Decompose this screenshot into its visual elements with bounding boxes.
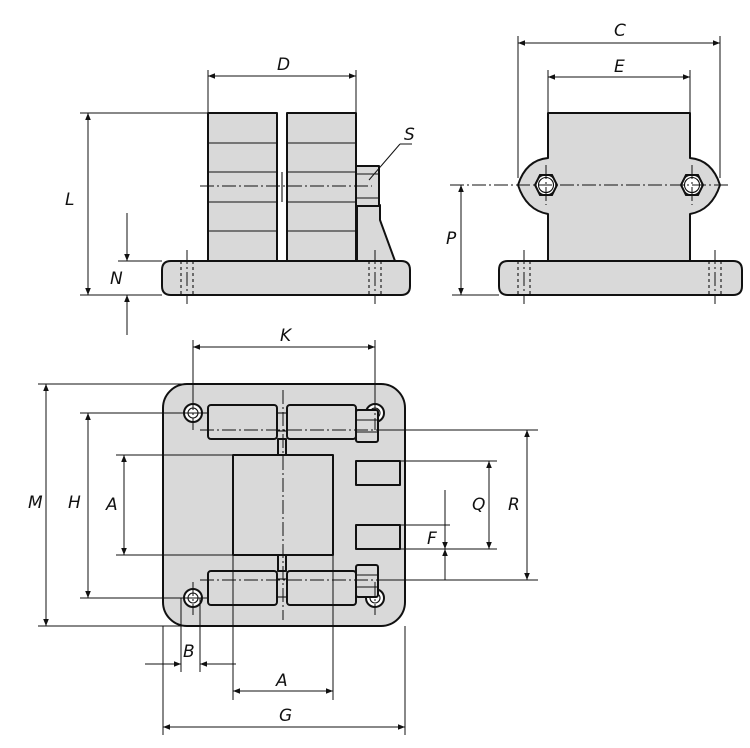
label-D: D xyxy=(277,55,290,75)
side-view xyxy=(450,112,743,304)
label-P: P xyxy=(446,229,457,249)
label-C: C xyxy=(614,21,626,41)
side-view-dimensions xyxy=(452,36,721,296)
top-view-dimensions xyxy=(38,340,538,735)
front-view-dimensions xyxy=(80,70,412,335)
top-view xyxy=(162,383,406,627)
label-B: B xyxy=(183,642,195,662)
label-M: M xyxy=(28,493,43,513)
label-R: R xyxy=(508,495,520,515)
front-view xyxy=(161,112,411,304)
label-K: K xyxy=(280,326,293,346)
label-A-horizontal: A xyxy=(275,671,288,691)
dimension-labels: D L N S C E P K M H A R Q F B A G xyxy=(28,21,626,726)
label-F: F xyxy=(427,529,437,549)
label-H: H xyxy=(68,493,81,513)
label-Q: Q xyxy=(472,495,485,515)
label-S: S xyxy=(404,125,415,145)
label-G: G xyxy=(279,706,292,726)
label-N: N xyxy=(110,269,123,289)
label-E: E xyxy=(614,57,625,77)
label-A-vertical: A xyxy=(105,495,118,515)
label-L: L xyxy=(65,190,74,210)
